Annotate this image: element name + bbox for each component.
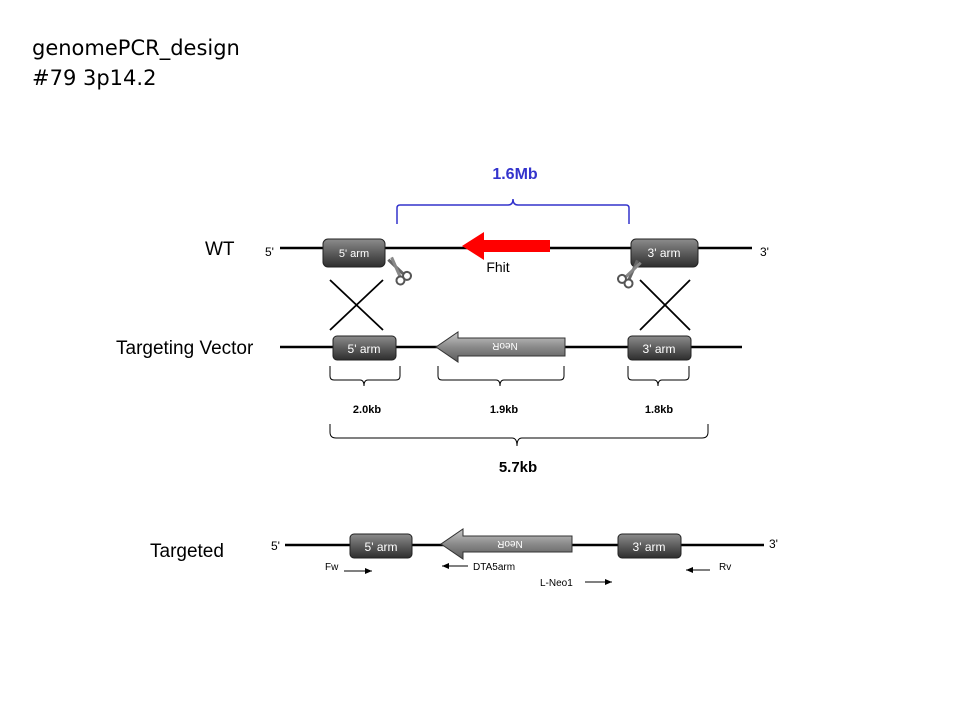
wt-3prime-label: 3' xyxy=(760,245,769,259)
fhit-gene-label: Fhit xyxy=(486,259,509,275)
size-arm3-label: 1.8kb xyxy=(645,404,673,416)
size-arm5-label: 2.0kb xyxy=(353,404,381,416)
wt-row-label: WT xyxy=(205,239,235,260)
primer-lneo1-label: L-Neo1 xyxy=(540,578,573,589)
wt-3arm-label: 3' arm xyxy=(648,246,681,260)
primer-rv-label: Rv xyxy=(719,562,731,573)
targeted-5arm-box xyxy=(349,533,413,559)
size-total-label: 5.7kb xyxy=(499,459,537,476)
scissors-icon-right xyxy=(616,259,642,289)
bracket-arm5 xyxy=(329,366,401,387)
bracket-neo xyxy=(437,366,565,387)
primer-dta5arm-label: DTA5arm xyxy=(473,562,515,573)
bracket-total xyxy=(329,424,709,447)
vector-3arm-box xyxy=(627,335,692,361)
scissors-icon-left xyxy=(387,256,413,286)
span-label: 1.6Mb xyxy=(492,166,538,183)
vector-5arm-label: 5' arm xyxy=(348,342,381,356)
targeted-3arm-box xyxy=(617,533,682,559)
targeted-5prime-label: 5' xyxy=(271,539,280,553)
vector-3arm-label: 3' arm xyxy=(643,342,676,356)
wt-5arm-label: 5' arm xyxy=(339,248,369,260)
targeted-5arm-label: 5' arm xyxy=(365,540,398,554)
vector-row-label: Targeting Vector xyxy=(116,338,254,359)
bracket-arm3 xyxy=(627,366,690,387)
primer-fw-label: Fw xyxy=(325,562,339,573)
crossover-right-b xyxy=(639,279,691,331)
vector-neo-arrow xyxy=(435,331,566,363)
targeted-neo-label: NeoR xyxy=(497,538,523,549)
fhit-gene-arrow xyxy=(462,232,550,260)
span-bracket xyxy=(396,198,630,224)
crossover-left-b xyxy=(329,279,384,331)
title-line-2: #79 3p14.2 xyxy=(32,66,157,90)
targeted-row-label: Targeted xyxy=(150,541,224,562)
wt-5arm-box xyxy=(322,238,386,268)
targeted-3arm-label: 3' arm xyxy=(633,540,666,554)
size-neo-label: 1.9kb xyxy=(490,404,518,416)
targeted-neo-arrow xyxy=(440,528,573,560)
wt-3arm-box xyxy=(630,238,699,268)
vector-5arm-box xyxy=(332,335,397,361)
title-line-1: genomePCR_design xyxy=(32,36,240,60)
vector-neo-label: NeoR xyxy=(492,340,518,351)
slide-title: genomePCR_design #79 3p14.2 xyxy=(32,33,240,93)
wt-5prime-label: 5' xyxy=(265,245,274,259)
targeted-3prime-label: 3' xyxy=(769,537,778,551)
